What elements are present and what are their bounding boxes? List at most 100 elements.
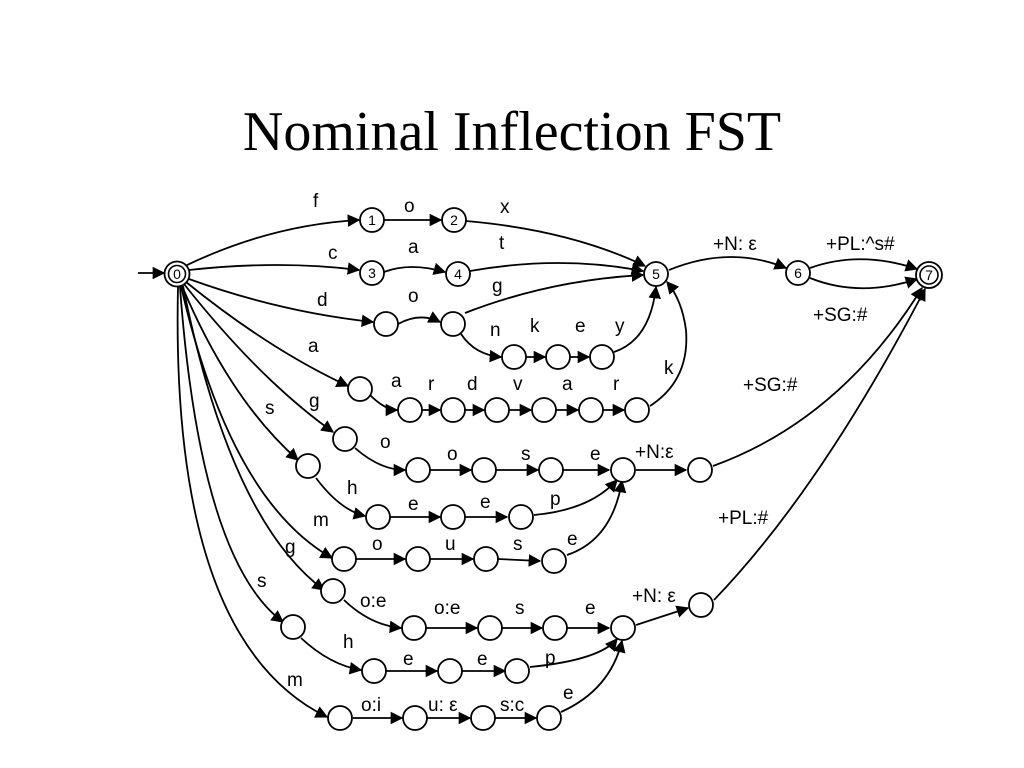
state-aard-3 bbox=[440, 397, 466, 423]
label-a2: a bbox=[391, 371, 402, 392]
state-aard-4 bbox=[484, 397, 510, 423]
label-s-mouse: s bbox=[513, 534, 523, 555]
label-d2: d bbox=[467, 374, 478, 395]
state-noun-pl bbox=[610, 615, 636, 641]
label-sg-2: +SG:# bbox=[743, 375, 798, 396]
label-sg-1: +SG:# bbox=[813, 305, 868, 326]
edge-2-5 bbox=[465, 220, 647, 267]
label-o-goose-1: o bbox=[380, 432, 391, 453]
state-7-final: 7 bbox=[915, 261, 943, 289]
edge-labels: f o x c a t d o g n k e y a a r d v a r … bbox=[257, 191, 895, 716]
edge-sg-7 bbox=[712, 286, 923, 467]
label-e-geese: e bbox=[585, 598, 596, 619]
state-mouse-2 bbox=[405, 546, 431, 572]
edge-np-pl bbox=[635, 605, 690, 626]
state-0-label: 0 bbox=[173, 266, 181, 282]
state-aard-2 bbox=[397, 397, 423, 423]
state-1: 1 bbox=[359, 207, 385, 233]
label-e-mouse: e bbox=[567, 529, 578, 550]
edge-g1-g2 bbox=[354, 447, 407, 477]
label-t: t bbox=[499, 233, 505, 254]
label-e-key: e bbox=[575, 316, 586, 337]
state-6-label: 6 bbox=[794, 265, 802, 281]
label-r1: r bbox=[428, 374, 435, 395]
label-a-aard: a bbox=[308, 336, 319, 357]
state-4-label: 4 bbox=[454, 266, 462, 282]
edge-6-7-pl bbox=[809, 258, 919, 272]
state-sheep-2 bbox=[365, 504, 391, 530]
state-5-label: 5 bbox=[652, 266, 660, 282]
state-geese-1 bbox=[320, 578, 346, 604]
state-7-label: 7 bbox=[925, 267, 933, 283]
label-o-goose-2: o bbox=[447, 444, 458, 465]
edge-m4-ne bbox=[566, 479, 627, 556]
state-aard-5 bbox=[531, 397, 557, 423]
label-pl-s: +PL:^s# bbox=[826, 234, 895, 255]
state-geese-2 bbox=[401, 615, 427, 641]
label-k-key: k bbox=[530, 316, 540, 337]
edge-0-a1 bbox=[185, 281, 350, 387]
state-sheep-1 bbox=[295, 453, 321, 479]
label-g-goose: g bbox=[309, 391, 320, 412]
edge-m3-m4 bbox=[497, 554, 542, 567]
label-o-fox: o bbox=[404, 196, 415, 217]
label-y: y bbox=[615, 316, 625, 337]
state-key-1 bbox=[501, 344, 527, 370]
state-mice-3 bbox=[470, 705, 496, 731]
edge-s4-ne bbox=[533, 479, 618, 516]
state-mouse-1 bbox=[331, 546, 357, 572]
state-mouse-4 bbox=[541, 548, 567, 574]
edge-s1-s2 bbox=[315, 477, 367, 520]
label-o-mouse: o bbox=[372, 534, 383, 555]
label-e-sheep-4: e bbox=[477, 649, 488, 670]
edge-6-7-sg bbox=[809, 276, 919, 290]
edge-pl-7 bbox=[713, 287, 926, 601]
label-m-mouse: m bbox=[313, 510, 329, 531]
state-mice-4 bbox=[536, 705, 562, 731]
state-1-label: 1 bbox=[368, 212, 376, 228]
edge-0-sh1 bbox=[179, 286, 285, 623]
label-g-geese: g bbox=[285, 537, 296, 558]
label-u-mouse: u bbox=[445, 534, 456, 555]
page-title: Nominal Inflection FST bbox=[242, 101, 782, 163]
label-s-geese: s bbox=[515, 598, 525, 619]
state-2: 2 bbox=[441, 207, 467, 233]
state-sheep-3 bbox=[440, 504, 466, 530]
edges bbox=[138, 213, 926, 725]
state-aard-7 bbox=[624, 397, 650, 423]
label-h-sheep-2: h bbox=[343, 632, 354, 653]
label-sc: s:c bbox=[500, 695, 524, 716]
state-0: 0 bbox=[163, 260, 191, 288]
state-goose-2 bbox=[405, 457, 431, 483]
nodes: 0 1 2 3 4 5 6 7 bbox=[163, 207, 943, 731]
label-n-eps-1: +N: ε bbox=[713, 234, 757, 255]
label-h-sheep: h bbox=[347, 478, 358, 499]
label-oe-1: o:e bbox=[360, 591, 386, 612]
label-g-dog: g bbox=[492, 276, 503, 297]
label-e-mice: e bbox=[563, 683, 574, 704]
state-sg bbox=[687, 457, 713, 483]
state-goose-1 bbox=[332, 426, 358, 452]
state-6: 6 bbox=[785, 260, 811, 286]
label-c: c bbox=[328, 243, 338, 264]
state-geese-3 bbox=[477, 615, 503, 641]
state-goose-4 bbox=[538, 457, 564, 483]
state-mice-1 bbox=[327, 705, 353, 731]
state-dog-1 bbox=[373, 311, 399, 337]
edge-k3-5 bbox=[613, 285, 661, 353]
edge-0-s1 bbox=[181, 285, 299, 461]
label-n: n bbox=[490, 320, 501, 341]
state-3: 3 bbox=[359, 260, 385, 286]
state-pl bbox=[688, 592, 714, 618]
label-k-final: k bbox=[664, 358, 674, 379]
label-r2: r bbox=[613, 374, 620, 395]
edge-4-5 bbox=[469, 262, 645, 276]
label-n-eps-2: +N:ε bbox=[635, 442, 674, 463]
edge-0-3 bbox=[188, 262, 361, 275]
label-u-eps: u: ε bbox=[428, 695, 458, 716]
state-key-3 bbox=[589, 344, 615, 370]
edge-5-6 bbox=[668, 256, 788, 271]
state-goose-3 bbox=[471, 457, 497, 483]
edge-0-m1 bbox=[180, 285, 334, 559]
